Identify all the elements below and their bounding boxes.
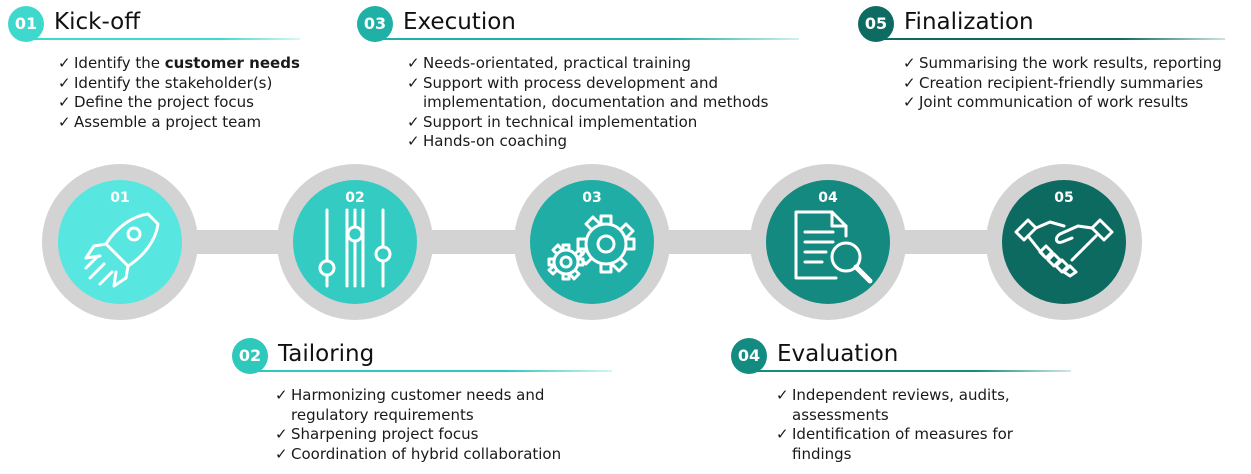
phase-items: ✓Independent reviews, audits, assessment… bbox=[776, 386, 1041, 464]
timeline-step-04-number: 04 bbox=[818, 190, 838, 206]
phase-finalization: 05 Finalization ✓Summarising the work re… bbox=[858, 6, 1243, 111]
phase-tailoring: 02 Tailoring ✓Harmonizing customer needs… bbox=[232, 338, 612, 463]
timeline-step-01 bbox=[42, 164, 198, 320]
phase-badge: 05 bbox=[858, 6, 894, 42]
phase-items: ✓Needs-orientated, practical training ✓S… bbox=[407, 54, 787, 152]
check-icon: ✓ bbox=[903, 93, 916, 111]
phase-title: Kick-off bbox=[54, 9, 141, 35]
title-underline bbox=[753, 370, 1071, 372]
phase-items: ✓Summarising the work results, reporting… bbox=[903, 54, 1243, 113]
phase-title: Evaluation bbox=[777, 341, 899, 367]
timeline-step-03 bbox=[514, 164, 670, 320]
phase-title: Execution bbox=[403, 9, 516, 35]
timeline-step-05-number: 05 bbox=[1054, 190, 1074, 206]
list-item: ✓Support with process development and im… bbox=[407, 73, 769, 112]
title-underline bbox=[379, 38, 799, 40]
phase-evaluation: 04 Evaluation ✓Independent reviews, audi… bbox=[731, 338, 1071, 463]
check-icon: ✓ bbox=[776, 425, 789, 443]
check-icon: ✓ bbox=[407, 132, 420, 150]
list-item: ✓Identify the customer needs bbox=[58, 54, 300, 72]
list-item: ✓Summarising the work results, reporting bbox=[903, 54, 1222, 72]
title-underline bbox=[30, 38, 300, 40]
list-item: ✓Sharpening project focus bbox=[275, 425, 479, 443]
list-item: ✓Identify the stakeholder(s) bbox=[58, 73, 273, 92]
timeline-step-03-number: 03 bbox=[582, 190, 602, 206]
list-item: ✓Hands-on coaching bbox=[407, 132, 568, 150]
check-icon: ✓ bbox=[903, 73, 916, 92]
phase-badge: 02 bbox=[232, 338, 268, 374]
check-icon: ✓ bbox=[903, 54, 916, 72]
gears-icon bbox=[547, 214, 636, 281]
phase-badge: 04 bbox=[731, 338, 767, 374]
check-icon: ✓ bbox=[275, 386, 288, 404]
check-icon: ✓ bbox=[58, 54, 71, 72]
phase-kickoff: 01 Kick-off ✓Identify the customer needs… bbox=[8, 6, 308, 131]
rocket-icon bbox=[84, 212, 160, 288]
phase-title: Tailoring bbox=[278, 341, 375, 367]
timeline-step-02-number: 02 bbox=[345, 190, 365, 206]
list-item: ✓Identification of measures for findings bbox=[776, 425, 1013, 463]
timeline-step-04 bbox=[750, 164, 906, 320]
timeline-step-01-number: 01 bbox=[110, 190, 130, 206]
phase-execution: 03 Execution ✓Needs-orientated, practica… bbox=[357, 6, 799, 150]
phase-title: Finalization bbox=[904, 9, 1034, 35]
phase-badge: 01 bbox=[8, 6, 44, 42]
check-icon: ✓ bbox=[407, 73, 420, 92]
list-item: ✓Independent reviews, audits, assessment… bbox=[776, 386, 1010, 424]
check-icon: ✓ bbox=[58, 73, 71, 92]
list-item: ✓Define the project focus bbox=[58, 93, 254, 111]
check-icon: ✓ bbox=[58, 93, 71, 111]
check-icon: ✓ bbox=[407, 112, 420, 131]
list-item: ✓Creation recipient-friendly summaries bbox=[903, 73, 1204, 92]
list-item: ✓Harmonizing customer needs and regulato… bbox=[275, 386, 545, 424]
handshake-icon bbox=[1014, 218, 1114, 278]
list-item: ✓Support in technical implementation bbox=[407, 112, 698, 131]
phase-items: ✓Identify the customer needs ✓Identify t… bbox=[58, 54, 318, 132]
check-icon: ✓ bbox=[275, 444, 288, 463]
phase-badge: 03 bbox=[357, 6, 393, 42]
document-search-icon bbox=[794, 210, 873, 284]
list-item: ✓Needs-orientated, practical training bbox=[407, 54, 691, 72]
check-icon: ✓ bbox=[275, 425, 288, 443]
title-underline bbox=[254, 370, 612, 372]
check-icon: ✓ bbox=[407, 54, 420, 72]
title-underline bbox=[880, 38, 1225, 40]
timeline-step-02 bbox=[277, 164, 433, 320]
check-icon: ✓ bbox=[776, 386, 789, 404]
check-icon: ✓ bbox=[58, 112, 71, 131]
list-item: ✓Joint communication of work results bbox=[903, 93, 1189, 111]
sliders-icon bbox=[318, 208, 392, 288]
list-item: ✓Coordination of hybrid collaboration bbox=[275, 444, 562, 463]
phase-items: ✓Harmonizing customer needs and regulato… bbox=[275, 386, 585, 464]
timeline-step-05 bbox=[986, 164, 1142, 320]
list-item: ✓Assemble a project team bbox=[58, 112, 262, 131]
